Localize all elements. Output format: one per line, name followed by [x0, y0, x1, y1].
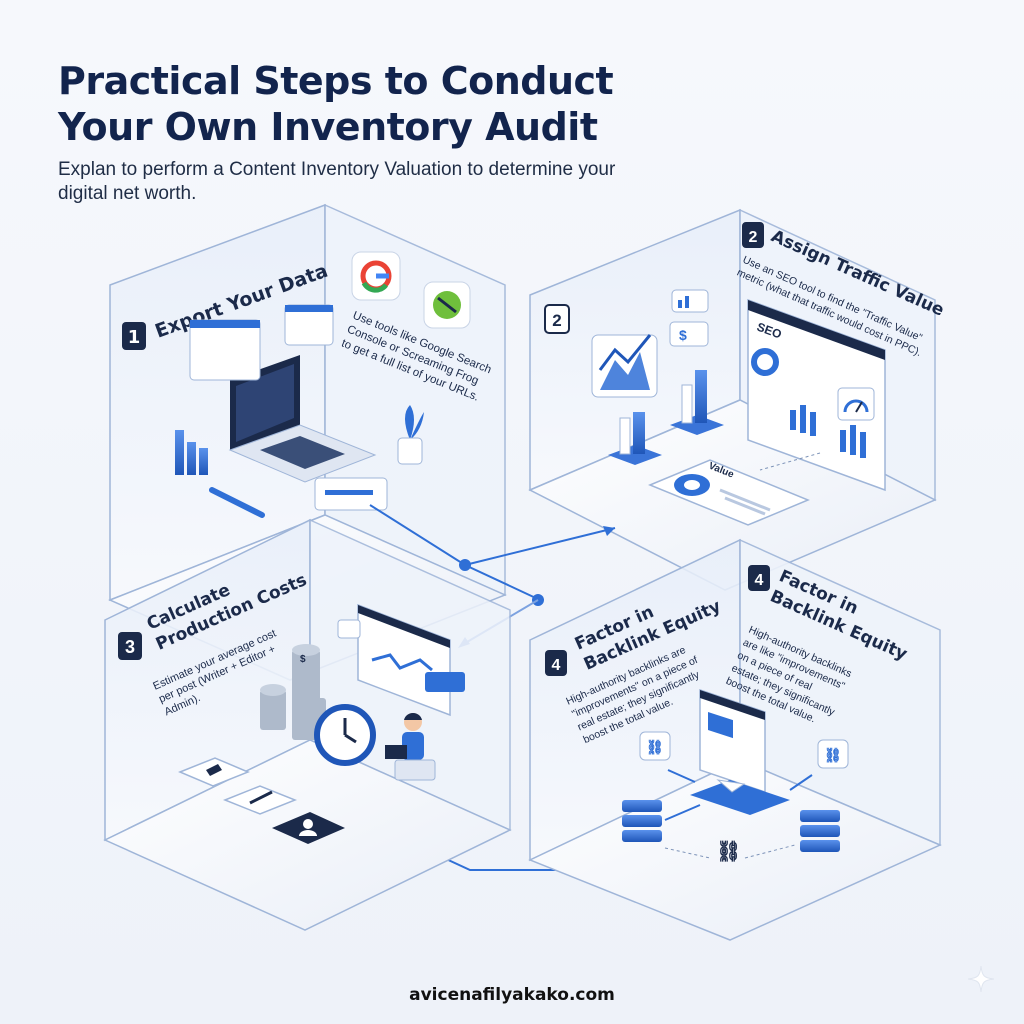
connector-line-2: [464, 527, 616, 566]
connector-dashed: [759, 452, 821, 471]
server-icon-right: [800, 810, 840, 852]
coin-stack-icon: $: [260, 644, 326, 740]
seo-dashboard: SEO: [747, 298, 886, 492]
step-2-number-left: 2: [552, 311, 561, 330]
web-page-icon: [690, 688, 790, 815]
dollar-icon: $: [669, 321, 709, 347]
svg-text:$: $: [300, 654, 306, 665]
chat-bubble-icon: [337, 619, 361, 639]
user-icon: [272, 812, 345, 844]
server-icon: [622, 800, 662, 842]
pen-icon: [209, 487, 265, 518]
step-4-box: 4 Factor in Backlink Equity High-authori…: [528, 538, 942, 941]
link-icon-right: ⛓: [817, 739, 849, 769]
step-2-number: 2: [749, 229, 758, 246]
step-4-badge-right: 4: [748, 565, 770, 591]
svg-text:⛓: ⛓: [646, 739, 664, 755]
edit-icon: [222, 785, 298, 815]
sparkle-icon: [967, 965, 995, 993]
chart-window: [357, 603, 465, 717]
pen-nib-icon: [178, 757, 250, 787]
screaming-frog-icon: [423, 281, 471, 329]
window-titlebar: [190, 320, 260, 328]
footer-url: avicenafilyakako.com: [409, 985, 615, 1005]
step-1-number: 1: [128, 327, 141, 348]
page-subtitle: Explan to perform a Content Inventory Va…: [58, 159, 616, 204]
svg-text:⛓: ⛓: [716, 840, 741, 863]
step-4-number-right: 4: [755, 572, 764, 589]
data-card-bar: [325, 490, 373, 495]
step-2-badge: 2: [742, 222, 764, 248]
line-chart-icon: [591, 334, 658, 398]
mini-bars-icon: [671, 289, 709, 313]
podium-right: [670, 370, 724, 435]
step-3-box: 3 Calculate Production Costs Estimate yo…: [103, 518, 512, 931]
step-4-arrows: [664, 769, 813, 859]
svg-text:⛓: ⛓: [824, 747, 842, 763]
arrow-head-1: [603, 526, 615, 536]
person-laptop-icon: [385, 712, 436, 781]
window-panel: [189, 319, 261, 381]
google-icon: [351, 251, 401, 301]
step-1-box: 1 Export Your Data Use tools like Google…: [108, 203, 507, 681]
step-4-floor: [528, 759, 942, 941]
podium-left: [608, 412, 662, 465]
title-line-2: Your Own Inventory Audit: [58, 105, 598, 149]
donut-chart-icon: [751, 348, 779, 376]
plant-icon: [397, 405, 424, 465]
step-4-badge-left: 4: [545, 650, 567, 676]
clock-icon: [314, 704, 376, 766]
step-3-number: 3: [125, 637, 135, 657]
link-icon-bottom: ⛓: [716, 840, 741, 863]
link-icon: ⛓: [639, 731, 671, 761]
title-line-1: Practical Steps to Conduct: [58, 59, 614, 103]
bar-chart-icon: [175, 430, 208, 475]
svg-text:$: $: [679, 327, 687, 343]
step-3-badge: 3: [118, 632, 142, 660]
step-1-badge: 1: [122, 322, 146, 350]
window-titlebar-2: [285, 305, 333, 312]
step-2-badge-left: 2: [544, 304, 570, 334]
gauge-icon: [837, 387, 875, 421]
page-title: Practical Steps to Conduct Your Own Inve…: [58, 58, 698, 150]
connector-node-1: [459, 559, 471, 571]
step-4-number-left: 4: [552, 657, 561, 674]
